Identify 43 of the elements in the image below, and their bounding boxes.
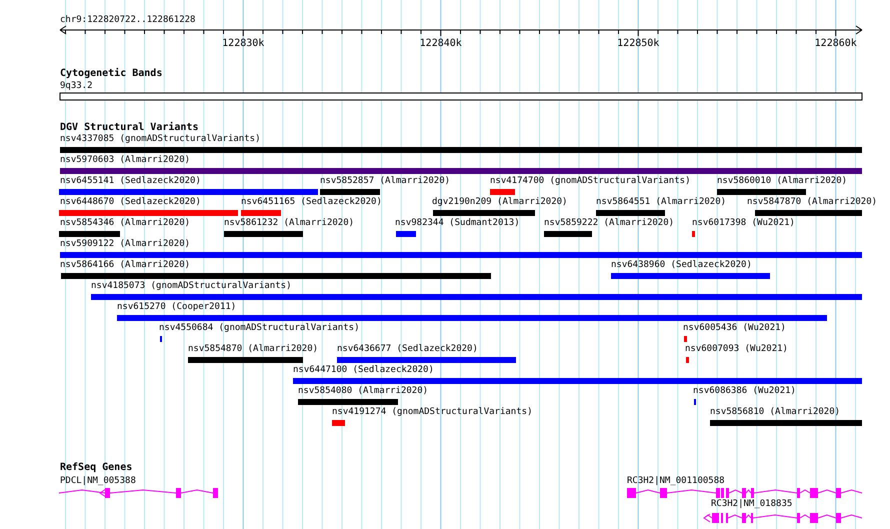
gene-label: RC3H2|NM_018835 bbox=[711, 499, 792, 510]
coordinate-label: chr9:122820722..122861228 bbox=[60, 15, 196, 26]
variant-label: nsv4174700 (gnomADStructuralVariants) bbox=[490, 176, 690, 187]
gene-label: RC3H2|NM_001100588 bbox=[627, 476, 725, 487]
track-title: Cytogenetic Bands bbox=[60, 68, 162, 79]
tick-label: 122840k bbox=[420, 38, 462, 49]
variant-label: nsv6086386 (Wu2021) bbox=[693, 386, 796, 397]
band-label: 9q33.2 bbox=[60, 81, 93, 92]
variant-label: dgv2190n209 (Almarri2020) bbox=[432, 197, 568, 208]
variant-label: nsv5856810 (Almarri2020) bbox=[710, 407, 840, 418]
variant-label: nsv4550684 (gnomADStructuralVariants) bbox=[159, 323, 360, 334]
variant-label: nsv6007093 (Wu2021) bbox=[685, 344, 788, 355]
tick-label: 122850k bbox=[617, 38, 660, 49]
variant-label: nsv5859222 (Almarri2020) bbox=[544, 218, 674, 229]
variant-label: nsv5864166 (Almarri2020) bbox=[60, 260, 190, 271]
variant-label: nsv5909122 (Almarri2020) bbox=[60, 239, 190, 250]
variant-label: nsv5847870 (Almarri2020) bbox=[747, 197, 878, 208]
variant-label: nsv5854346 (Almarri2020) bbox=[60, 218, 190, 229]
variant-label: nsv6005436 (Wu2021) bbox=[683, 323, 786, 334]
variant-label: nsv5854080 (Almarri2020) bbox=[298, 386, 428, 397]
variant-label: nsv4337085 (gnomADStructuralVariants) bbox=[60, 134, 260, 145]
variant-label: nsv6017398 (Wu2021) bbox=[692, 218, 795, 229]
variant-label: nsv6451165 (Sedlazeck2020) bbox=[241, 197, 382, 208]
variant-label: nsv4191274 (gnomADStructuralVariants) bbox=[332, 407, 532, 418]
variant-label: nsv5970603 (Almarri2020) bbox=[60, 155, 190, 166]
variant-label: nsv4185073 (gnomADStructuralVariants) bbox=[91, 281, 292, 292]
track-title: RefSeq Genes bbox=[60, 462, 132, 473]
variant-label: nsv6436677 (Sedlazeck2020) bbox=[337, 344, 478, 355]
variant-label: nsv5864551 (Almarri2020) bbox=[596, 197, 726, 208]
gene-label: PDCL|NM_005388 bbox=[60, 476, 136, 487]
variant-label: nsv6447100 (Sedlazeck2020) bbox=[293, 365, 434, 376]
variant-label: nsv6455141 (Sedlazeck2020) bbox=[60, 176, 201, 187]
track-title: DGV Structural Variants bbox=[60, 122, 198, 133]
variant-label: nsv615270 (Cooper2011) bbox=[117, 302, 236, 313]
tick-label: 122860k bbox=[814, 38, 857, 49]
variant-label: nsv5860010 (Almarri2020) bbox=[717, 176, 848, 187]
variant-label: nsv5852857 (Almarri2020) bbox=[320, 176, 450, 187]
variant-label: nsv5861232 (Almarri2020) bbox=[224, 218, 354, 229]
variant-label: nsv6448670 (Sedlazeck2020) bbox=[60, 197, 201, 208]
variant-label: nsv6438960 (Sedlazeck2020) bbox=[611, 260, 752, 271]
variant-label: nsv982344 (Sudmant2013) bbox=[395, 218, 520, 229]
tick-label: 122830k bbox=[222, 38, 264, 49]
variant-label: nsv5854870 (Almarri2020) bbox=[188, 344, 318, 355]
